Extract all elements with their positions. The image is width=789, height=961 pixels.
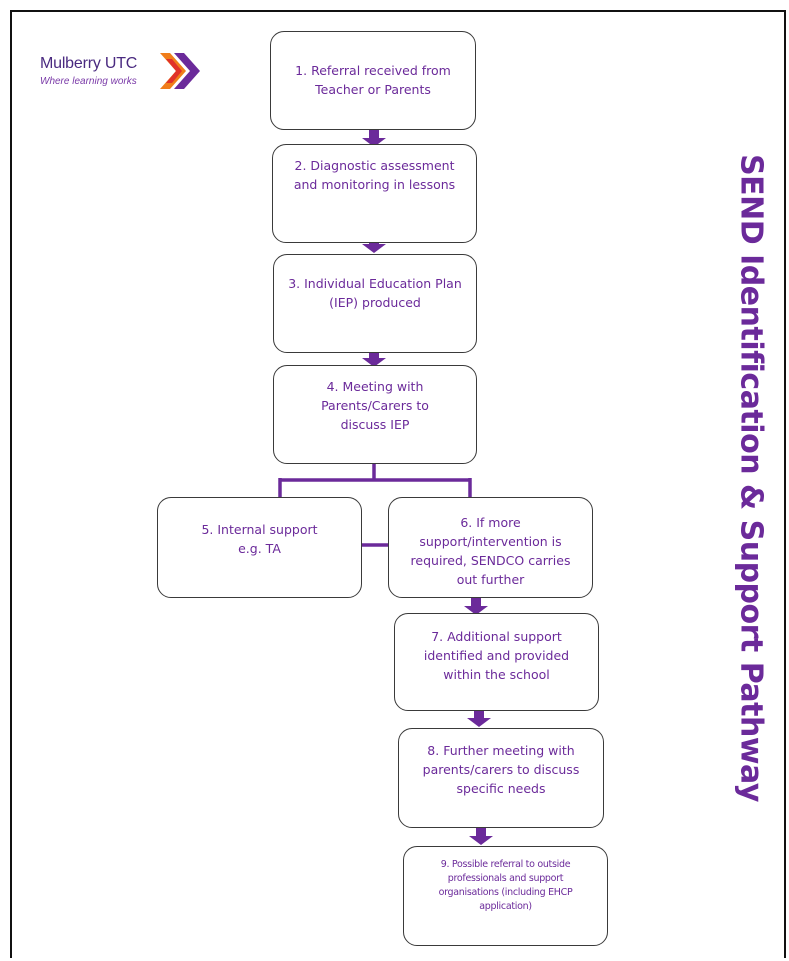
- logo: Mulberry UTC Where learning works: [40, 47, 200, 97]
- page-title: SEND Identification & Support Pathway: [731, 108, 771, 848]
- step-7-label: 7. Additional support identified and pro…: [423, 629, 570, 682]
- step-4-box: 4. Meeting with Parents/Carers to discus…: [273, 365, 477, 464]
- step-6-box: 6. If more support/intervention is requi…: [388, 497, 593, 598]
- logo-tagline: Where learning works: [40, 76, 137, 87]
- logo-name: Mulberry UTC: [40, 55, 138, 72]
- step-9-box: 9. Possible referral to outside professi…: [403, 846, 608, 946]
- step-5-box: 5. Internal support e.g. TA: [157, 497, 362, 598]
- step-5-label: 5. Internal support e.g. TA: [201, 522, 318, 556]
- flow-arrow-6-7: [464, 596, 488, 615]
- step-4-label: 4. Meeting with Parents/Carers to discus…: [321, 379, 429, 432]
- step-9-label: 9. Possible referral to outside professi…: [438, 859, 573, 912]
- flow-arrow-2-3: [362, 234, 386, 253]
- step-3-label: 3. Individual Education Plan (IEP) produ…: [288, 276, 462, 310]
- chevron-logo-icon: [160, 53, 200, 89]
- step-1-box: 1. Referral received from Teacher or Par…: [270, 31, 476, 130]
- step-2-label: 2. Diagnostic assessment and monitoring …: [293, 158, 456, 192]
- step-1-label: 1. Referral received from Teacher or Par…: [295, 63, 451, 97]
- page-frame: [10, 10, 786, 958]
- page-title-text: SEND Identification & Support Pathway: [733, 154, 769, 802]
- flow-arrow-1-2: [362, 128, 386, 147]
- flow-arrow-3-4: [362, 350, 386, 367]
- step-3-box: 3. Individual Education Plan (IEP) produ…: [273, 254, 477, 353]
- step-8-label: 8. Further meeting with parents/carers t…: [422, 743, 580, 796]
- step-7-box: 7. Additional support identified and pro…: [394, 613, 599, 711]
- step-8-box: 8. Further meeting with parents/carers t…: [398, 728, 604, 828]
- step-2-box: 2. Diagnostic assessment and monitoring …: [272, 144, 477, 243]
- flow-arrow-7-8: [467, 708, 491, 727]
- flow-arrow-8-9: [469, 826, 493, 845]
- step-6-label: 6. If more support/intervention is requi…: [410, 515, 571, 587]
